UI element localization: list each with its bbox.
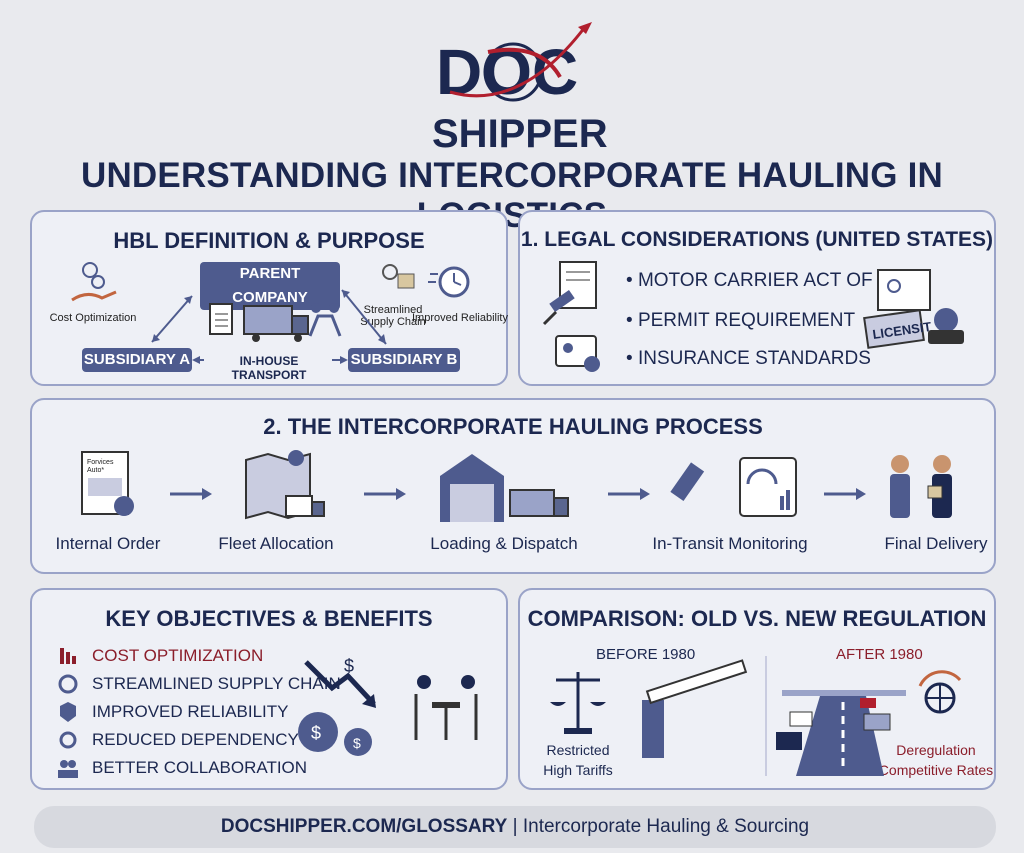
coins-hand-icon xyxy=(71,262,117,302)
objective-reduced-dependency: REDUCED DEPENDENCY xyxy=(92,730,299,749)
money-down-icon: $ $ $ xyxy=(298,656,376,756)
panel-hauling-process: 2. THE INTERCORPORATE HAULING PROCESS In… xyxy=(30,398,996,574)
hbl-diagram-graphics xyxy=(71,262,470,364)
objective-streamlined-supply-chain: STREAMLINED SUPPLY CHAIN xyxy=(92,674,341,693)
step-final-delivery: Final Delivery xyxy=(884,534,988,553)
process-title: 2. THE INTERCORPORATE HAULING PROCESS xyxy=(263,414,763,439)
panel-hbl-definition: HBL DEFINITION & PURPOSE PARENT COMPANY … xyxy=(30,210,508,386)
parent-company-box: PARENT COMPANY xyxy=(200,262,340,310)
panel-key-objectives: KEY OBJECTIVES & BENEFITS COST OPTIMIZAT… xyxy=(30,588,508,790)
gears-icon xyxy=(382,264,415,289)
svg-text:$: $ xyxy=(344,656,354,676)
svg-text:Forvices: Forvices xyxy=(87,459,114,466)
hbl-title: HBL DEFINITION & PURPOSE xyxy=(113,228,425,253)
bar-chart-icon xyxy=(60,648,76,664)
before-1980-label: BEFORE 1980 xyxy=(596,646,696,663)
footer: DOCSHIPPER.COM/GLOSSARY | Intercorporate… xyxy=(34,806,996,848)
step-loading-dispatch: Loading & Dispatch xyxy=(430,534,578,553)
step-in-transit-monitoring: In-Transit Monitoring xyxy=(652,534,808,553)
clock-check-icon xyxy=(428,266,470,298)
docshipper-logo: DOC SHIPPER xyxy=(432,22,608,156)
warehouse-truck-icon xyxy=(440,454,569,522)
footer-site[interactable]: DOCSHIPPER.COM/GLOSSARY xyxy=(220,816,508,837)
comparison-graphics xyxy=(550,656,962,776)
arrow-2 xyxy=(364,488,406,500)
team-icon xyxy=(58,760,78,778)
svg-text:$: $ xyxy=(311,723,321,743)
shield-icon xyxy=(60,702,76,722)
comparison-title: COMPARISON: OLD VS. NEW REGULATION xyxy=(527,606,987,631)
panel-legal-considerations: 1. LEGAL CONSIDERATIONS (UNITED STATES) … xyxy=(518,210,996,386)
legal-title: 1. LEGAL CONSIDERATIONS (UNITED STATES) xyxy=(520,228,994,251)
footer-text: Intercorporate Hauling & Sourcing xyxy=(522,816,810,837)
arrow-4 xyxy=(824,488,866,500)
objectives-graphics: $ $ $ xyxy=(58,648,478,778)
step-fleet-allocation: Fleet Allocation xyxy=(218,534,334,553)
subsidiary-a-box: SUBSIDIARY A xyxy=(82,348,192,372)
objective-cost-optimization: COST OPTIMIZATION xyxy=(92,646,264,665)
document-icon xyxy=(209,303,233,335)
logo-text-bottom: SHIPPER xyxy=(432,112,608,156)
handshake-icon xyxy=(308,303,342,337)
svg-text:Auto*: Auto* xyxy=(87,467,104,474)
map-truck-icon xyxy=(245,450,325,520)
legal-item-2: • PERMIT REQUIREMENT xyxy=(626,310,856,331)
svg-text:$: $ xyxy=(353,735,361,751)
page-title: UNDERSTANDING INTERCORPORATE HAULING IN … xyxy=(80,156,944,235)
license-stamp-icon: LICENSIT xyxy=(863,269,964,349)
legal-item-3: • INSURANCE STANDARDS xyxy=(626,348,871,369)
in-house-transport-label: IN-HOUSE TRANSPORT xyxy=(231,354,307,382)
highway-icon xyxy=(776,690,906,776)
delivery-people-icon xyxy=(890,455,952,518)
meeting-icon xyxy=(414,675,478,740)
after-1980-label: AFTER 1980 xyxy=(836,646,923,663)
gear-icon xyxy=(58,674,78,694)
truck-icon xyxy=(243,305,309,342)
scales-icon xyxy=(550,672,606,734)
cost-optimization-label: Cost Optimization xyxy=(49,312,137,324)
arrow-3 xyxy=(608,488,650,500)
globe-cycle-icon xyxy=(918,670,962,714)
process-graphics: Forvices Auto* xyxy=(81,450,952,522)
footer-separator: | xyxy=(507,816,523,837)
objective-better-collaboration: BETTER COLLABORATION xyxy=(92,758,308,777)
arrow-1 xyxy=(170,488,212,500)
barrier-gate-icon xyxy=(642,659,748,758)
objective-improved-reliability: IMPROVED RELIABILITY xyxy=(92,702,289,721)
id-card-check-icon xyxy=(555,335,600,372)
gavel-document-icon xyxy=(542,261,597,326)
subsidiary-b-box: SUBSIDIARY B xyxy=(348,348,460,372)
objectives-title: KEY OBJECTIVES & BENEFITS xyxy=(105,606,433,631)
improved-reliability-label: Improved Reliability xyxy=(412,312,508,324)
panel-comparison: COMPARISON: OLD VS. NEW REGULATION BEFOR… xyxy=(518,588,996,790)
satellite-dashboard-icon xyxy=(670,457,797,517)
order-form-icon: Forvices Auto* xyxy=(81,451,134,516)
link-icon xyxy=(59,731,77,749)
step-internal-order: Internal Order xyxy=(55,534,161,553)
legal-item-1: • MOTOR CARRIER ACT OF 1980 xyxy=(626,270,921,291)
legal-graphics: LICENSIT xyxy=(542,261,964,372)
